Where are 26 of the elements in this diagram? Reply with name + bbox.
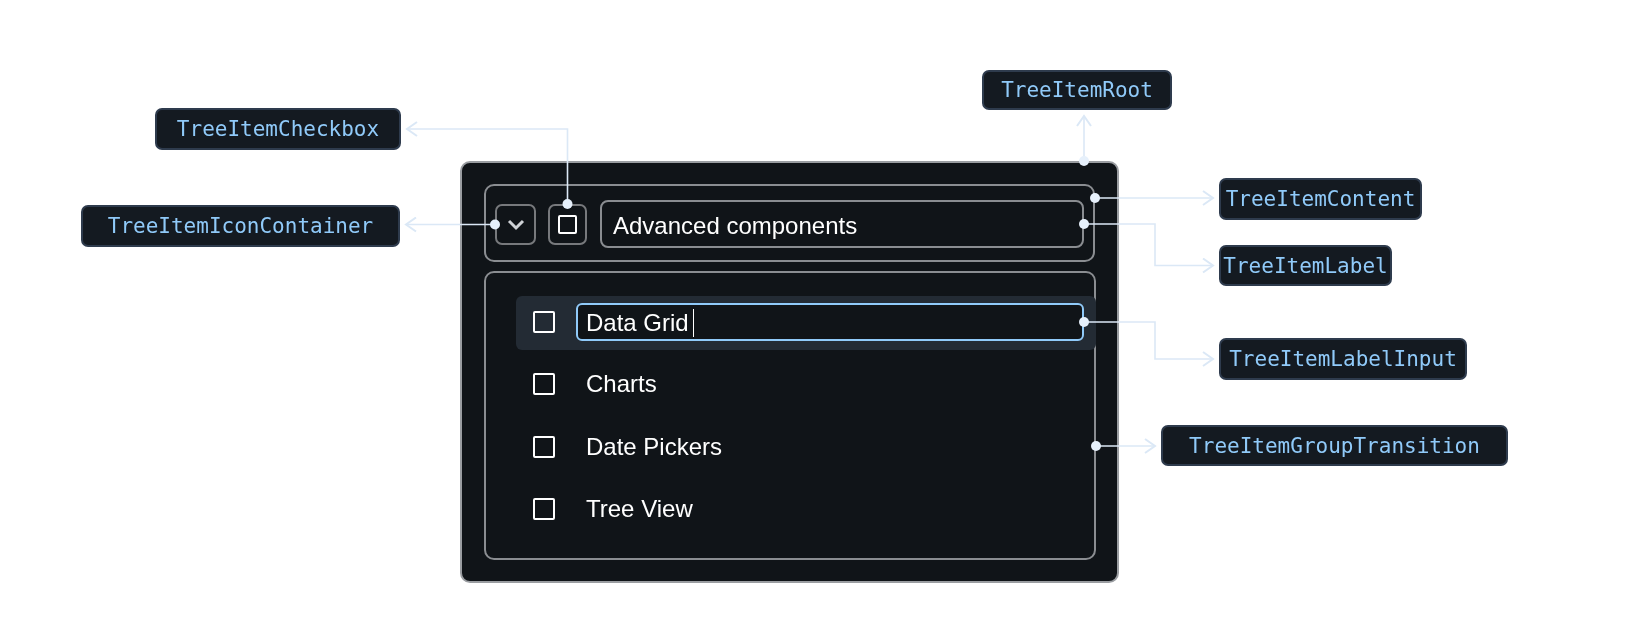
label-text: Advanced components bbox=[613, 212, 858, 240]
leader-arrow bbox=[1090, 190, 1214, 206]
callout-label: TreeItemIconContainer bbox=[81, 205, 400, 247]
callout-label: TreeItemLabel bbox=[1219, 245, 1392, 286]
tree-item-text: Charts bbox=[586, 370, 657, 398]
leader-arrow bbox=[1076, 115, 1092, 166]
leader-arrow bbox=[1079, 317, 1214, 367]
label-field bbox=[600, 200, 1084, 248]
leader-arrow bbox=[1079, 219, 1214, 274]
tree-item-text: Tree View bbox=[586, 495, 693, 523]
checkbox-button bbox=[548, 204, 587, 245]
expand-icon-button bbox=[495, 204, 536, 245]
callout-label: TreeItemRoot bbox=[982, 70, 1172, 110]
leader-arrow bbox=[405, 216, 500, 233]
callout-label: TreeItemCheckbox bbox=[155, 108, 401, 150]
leader-arrow bbox=[406, 121, 573, 209]
callout-label: TreeItemContent bbox=[1219, 178, 1422, 220]
tree-item-panel bbox=[460, 161, 1119, 583]
callout-label: TreeItemGroupTransition bbox=[1161, 425, 1508, 466]
tree-item-text: Date Pickers bbox=[586, 433, 723, 461]
leader-arrow bbox=[1091, 438, 1156, 454]
callout-label: TreeItemLabelInput bbox=[1219, 338, 1467, 380]
label-input-field bbox=[576, 303, 1084, 341]
input-text: Data Grid bbox=[586, 309, 695, 337]
group-box bbox=[484, 271, 1096, 560]
content-row-box bbox=[484, 184, 1095, 262]
